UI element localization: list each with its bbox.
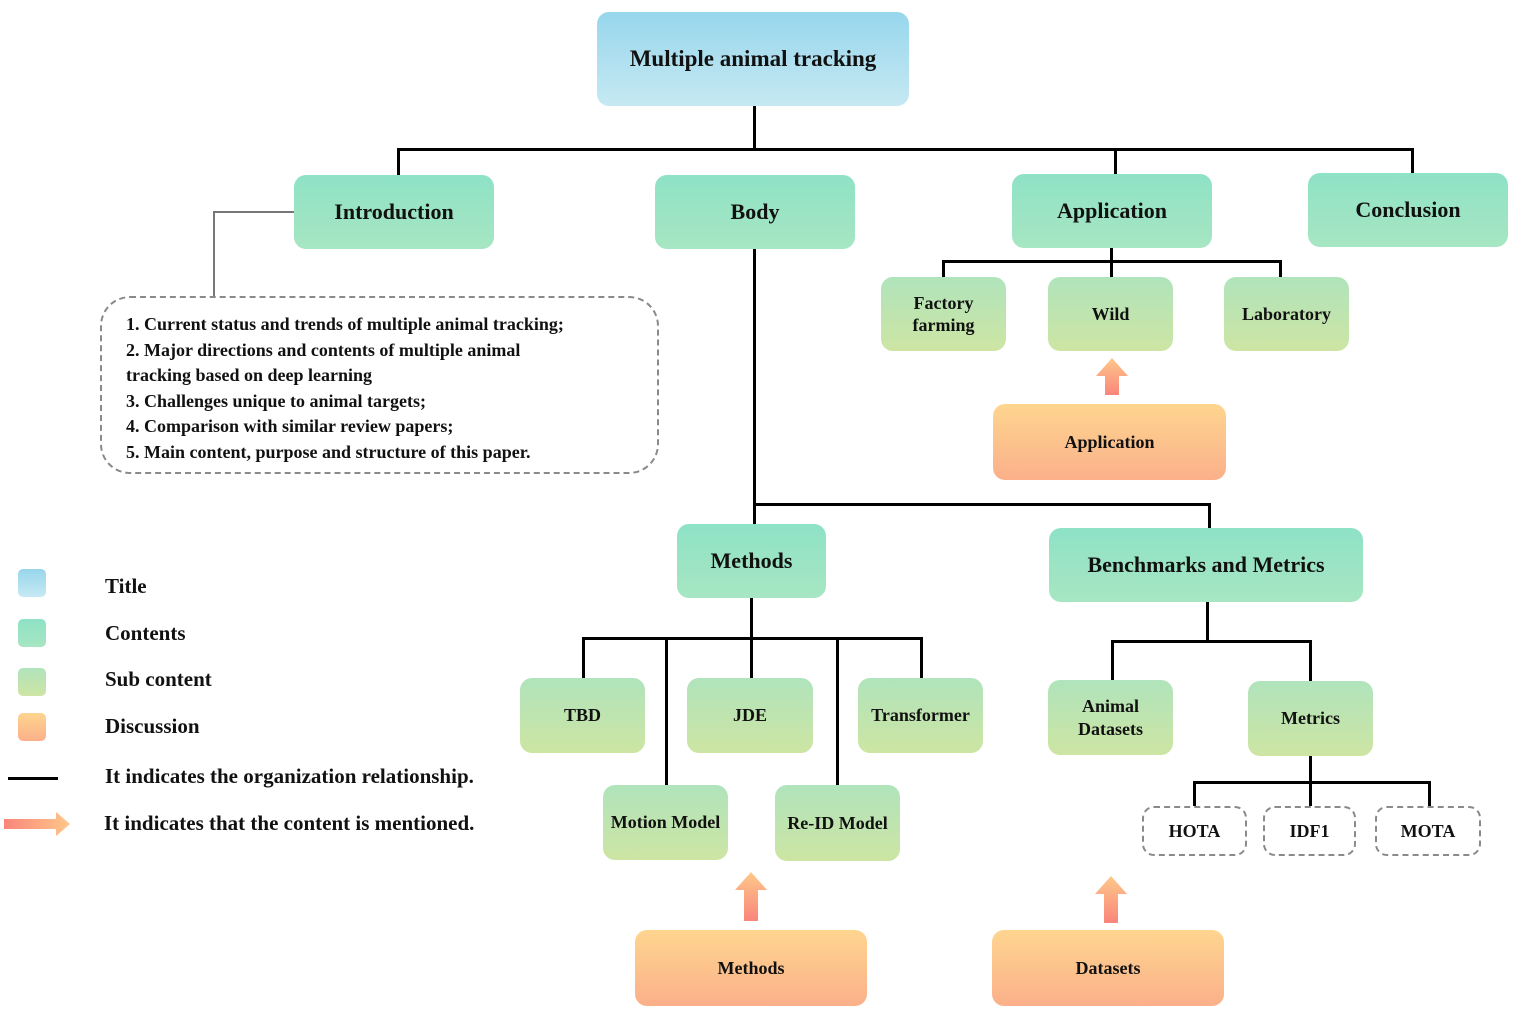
legend-contents-label: Contents xyxy=(105,621,186,645)
datasets-discussion-node: Datasets xyxy=(992,930,1224,1006)
connector xyxy=(665,637,668,787)
title-node: Multiple animal tracking xyxy=(597,12,909,106)
conclusion-node: Conclusion xyxy=(1308,173,1508,247)
legend-line-label: It indicates the organization relationsh… xyxy=(105,764,474,788)
connector xyxy=(920,637,923,679)
connector xyxy=(942,260,945,278)
legend-title-swatch xyxy=(18,569,46,597)
intro-point: 1. Current status and trends of multiple… xyxy=(126,314,564,334)
intro-point: 4. Comparison with similar review papers… xyxy=(126,416,454,436)
legend-sub-content-swatch xyxy=(18,668,46,696)
connector xyxy=(1411,148,1414,174)
connector xyxy=(1111,640,1312,643)
reid-model-node: Re-ID Model xyxy=(775,785,900,861)
legend-contents-swatch xyxy=(18,619,46,647)
connector xyxy=(753,105,756,150)
intro-point: 2. Major directions and contents of mult… xyxy=(126,339,521,360)
motion-model-node: Motion Model xyxy=(603,785,728,860)
intro-point: 3. Challenges unique to animal targets; xyxy=(126,390,427,411)
laboratory-node: Laboratory xyxy=(1224,277,1349,351)
mention-arrow-icon xyxy=(735,872,767,921)
transformer-node: Transformer xyxy=(858,678,983,753)
mention-arrow-icon xyxy=(1095,876,1127,923)
connector xyxy=(1114,148,1117,176)
legend-line-icon xyxy=(8,777,58,780)
benchmarks-node: Benchmarks and Metrics xyxy=(1049,528,1363,602)
connector xyxy=(753,503,1211,506)
application-discussion-node: Application xyxy=(993,404,1226,480)
animal-datasets-node: Animal Datasets xyxy=(1048,680,1173,755)
mota-node: MOTA xyxy=(1375,806,1481,856)
application-node: Application xyxy=(1012,174,1212,248)
connector xyxy=(750,597,753,639)
connector xyxy=(213,211,295,213)
connector xyxy=(397,148,400,176)
mention-arrow-icon xyxy=(1096,358,1128,395)
legend-sub-content-label: Sub content xyxy=(105,667,212,691)
connector xyxy=(753,248,756,526)
connector xyxy=(750,637,753,679)
connector xyxy=(1111,640,1114,682)
connector xyxy=(1428,781,1431,807)
connector xyxy=(1193,781,1431,784)
legend-arrow-icon xyxy=(4,812,70,836)
connector xyxy=(397,148,1414,151)
idf1-node: IDF1 xyxy=(1263,806,1356,856)
introduction-node: Introduction xyxy=(294,175,494,249)
legend-discussion-label: Discussion xyxy=(105,714,200,738)
tbd-node: TBD xyxy=(520,678,645,753)
connector xyxy=(1206,601,1209,642)
legend-discussion-swatch xyxy=(18,713,46,741)
intro-point: tracking based on deep learning xyxy=(126,365,373,385)
connector xyxy=(942,260,1282,263)
connector xyxy=(1309,640,1312,682)
body-node: Body xyxy=(655,175,855,249)
connector xyxy=(582,637,585,679)
wild-node: Wild xyxy=(1048,277,1173,351)
connector xyxy=(1208,503,1211,529)
connector xyxy=(1279,260,1282,278)
methods-node: Methods xyxy=(677,524,826,598)
introduction-points-box: 1. Current status and trends of multiple… xyxy=(100,296,659,474)
intro-point: 5. Main content, purpose and structure o… xyxy=(126,441,531,462)
factory-farming-node: Factory farming xyxy=(881,277,1006,351)
jde-node: JDE xyxy=(687,678,813,753)
hota-node: HOTA xyxy=(1142,806,1247,856)
connector xyxy=(213,211,215,297)
connector xyxy=(836,637,839,787)
legend-arrow-label: It indicates that the content is mention… xyxy=(104,811,475,835)
legend-title-label: Title xyxy=(105,574,147,598)
connector xyxy=(1193,781,1196,807)
metrics-node: Metrics xyxy=(1248,681,1373,756)
methods-discussion-node: Methods xyxy=(635,930,867,1006)
